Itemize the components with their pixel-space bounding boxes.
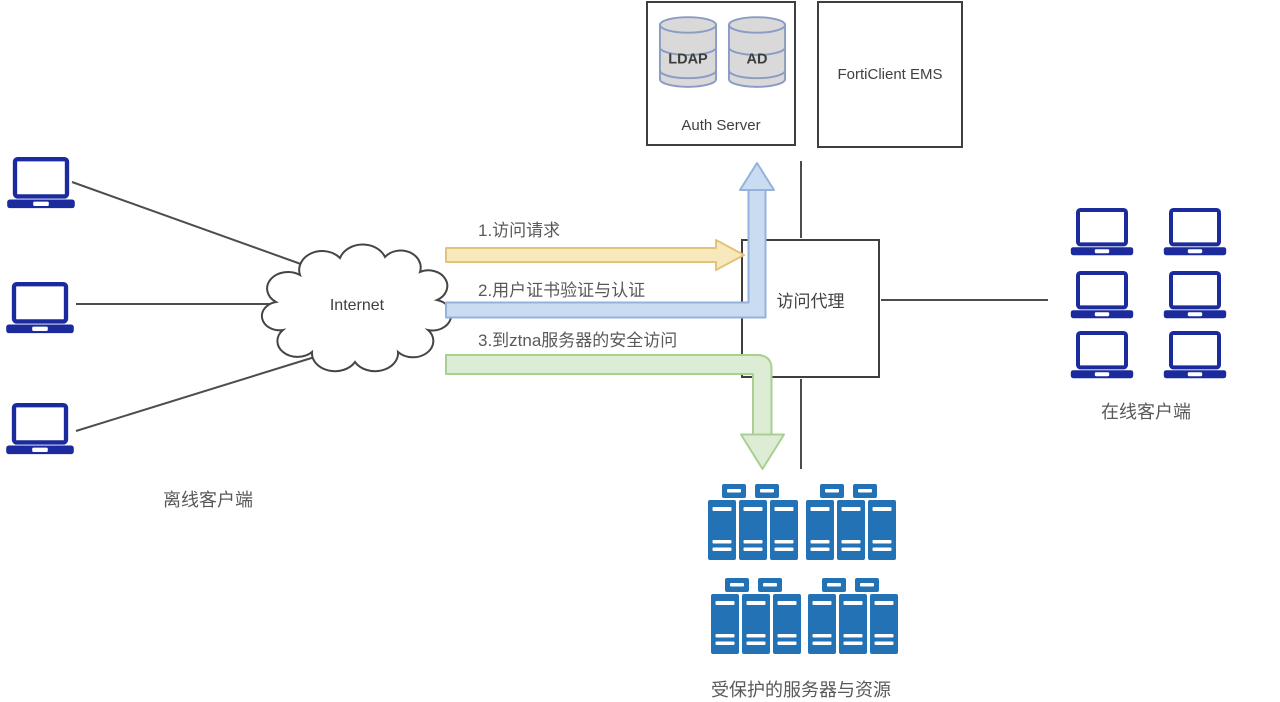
auth-server-label: Auth Server [681,117,761,134]
auth-server-box: LDAP AD Auth Server [646,1,796,146]
offline-laptop-3 [3,403,77,455]
forticlient-ems-label: FortiClient EMS [837,66,943,83]
offline-laptop-2 [3,282,77,334]
offline-clients-label: 离线客户端 [163,490,253,510]
internet-label: Internet [329,297,385,314]
flow-label-secure-access: 3.到ztna服务器的安全访问 [478,331,678,350]
online-laptop-2 [1161,208,1229,256]
ldap-database-icon: LDAP [658,16,718,88]
online-laptop-1 [1068,208,1136,256]
internet-cloud [260,243,453,373]
offline-laptop-1 [4,157,78,209]
online-laptop-3 [1068,271,1136,319]
ad-label: AD [747,52,768,68]
server-cluster-3 [711,578,801,654]
server-cluster-4 [808,578,898,654]
server-cluster-1 [708,484,798,560]
access-proxy-box: 访问代理 [741,239,880,378]
ad-database-icon: AD [727,16,787,88]
online-clients-label: 在线客户端 [1101,402,1191,422]
access-proxy-label: 访问代理 [776,292,845,311]
server-cluster-2 [806,484,896,560]
online-laptop-5 [1068,331,1136,379]
offline-client-3-line [75,355,319,432]
flow-label-cert-auth: 2.用户证书验证与认证 [478,281,646,300]
ldap-label: LDAP [668,52,708,68]
protected-servers-label: 受保护的服务器与资源 [711,680,891,700]
forticlient-ems-box: FortiClient EMS [817,1,963,148]
flow-label-access-request: 1.访问请求 [478,221,561,240]
offline-client-1-line [71,181,313,269]
online-laptop-6 [1161,331,1229,379]
online-laptop-4 [1161,271,1229,319]
